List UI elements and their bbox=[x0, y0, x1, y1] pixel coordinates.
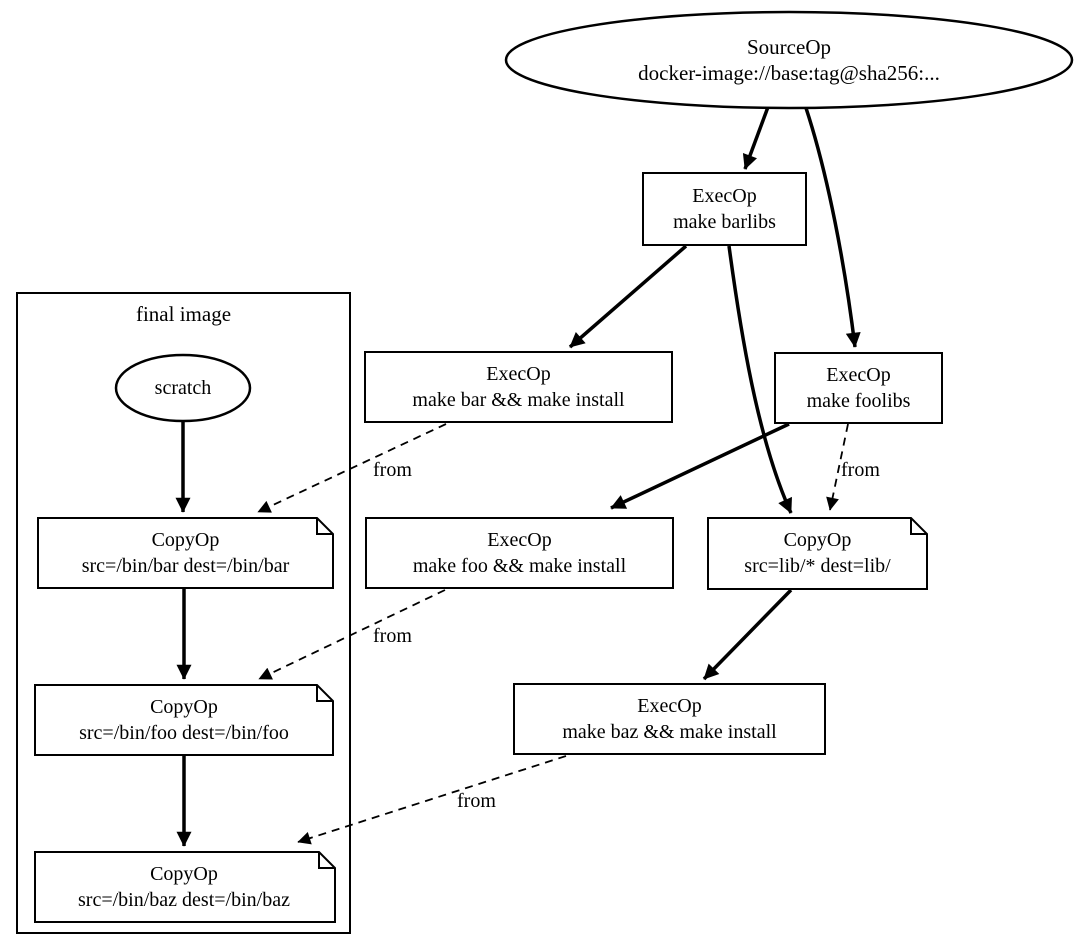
edge-barlibs-to-execbar bbox=[568, 244, 688, 349]
edge-execfoo-from-copyfoo bbox=[258, 589, 446, 680]
edge-foolibs-to-execfoo bbox=[610, 422, 790, 510]
edge-copylib-to-execbaz bbox=[702, 588, 793, 681]
edge-execbar-from-copybar bbox=[257, 423, 447, 513]
edge-foolibs-from-copylib bbox=[826, 423, 849, 511]
edge-barlibs-to-copylib bbox=[727, 245, 793, 514]
edge-execbaz-from-copybaz bbox=[297, 755, 567, 845]
node-copy-lib-shape bbox=[707, 517, 928, 590]
edge-source-to-foolibs bbox=[804, 107, 861, 348]
node-exec-baz-shape bbox=[513, 683, 826, 755]
node-source-shape bbox=[504, 10, 1074, 110]
node-copy-baz-shape bbox=[34, 851, 336, 923]
node-exec-foolibs-shape bbox=[774, 352, 943, 424]
node-exec-barlibs-shape bbox=[642, 172, 807, 246]
node-copy-foo-shape bbox=[34, 684, 334, 756]
cluster-final-image-border bbox=[16, 292, 351, 934]
node-copy-bar-shape bbox=[37, 517, 334, 589]
node-exec-bar-shape bbox=[364, 351, 673, 423]
edge-source-to-barlibs bbox=[742, 106, 770, 170]
node-exec-foo-shape bbox=[365, 517, 674, 589]
node-scratch-shape bbox=[114, 353, 252, 423]
